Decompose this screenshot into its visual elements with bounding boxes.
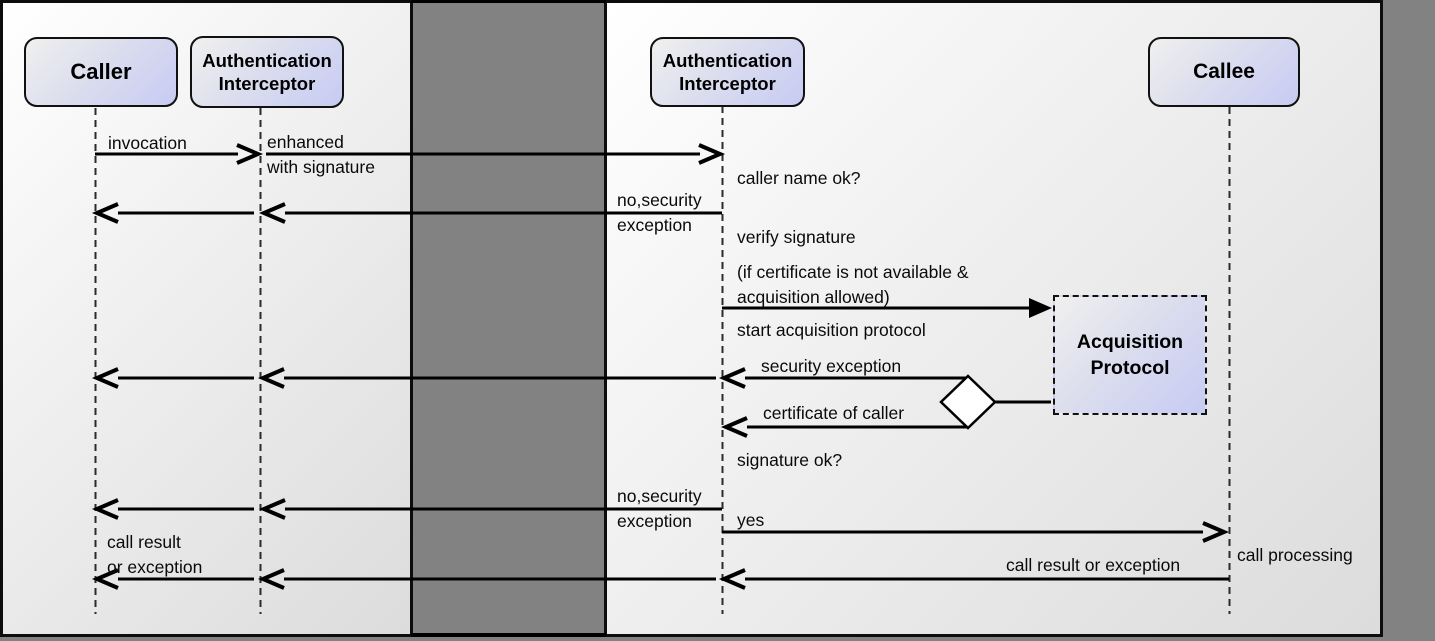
lifelines xyxy=(94,106,1231,614)
label-if-certificate-line2: acquisition allowed) xyxy=(737,287,890,307)
label-no-security-exception-1: no,security exception xyxy=(617,188,702,238)
label-invocation: invocation xyxy=(108,133,187,153)
label-call-result-left-line1: call result xyxy=(107,532,181,552)
label-no-security-2-line1: no,security xyxy=(617,486,702,506)
label-signature-ok: signature ok? xyxy=(737,450,843,470)
arrow-security-exception xyxy=(91,367,968,389)
arrow-start-acquisition xyxy=(722,298,1052,318)
actor-acquisition-protocol: Acquisition Protocol xyxy=(1053,295,1207,415)
actor-auth-interceptor-right: Authentication Interceptor xyxy=(650,37,805,107)
arrow-no-security-exception-2 xyxy=(91,498,722,520)
actor-callee-label: Callee xyxy=(1193,60,1255,83)
label-no-security-1-line1: no,security xyxy=(617,190,702,210)
actor-acquisition-protocol-line1: Acquisition xyxy=(1076,331,1184,353)
gap-bottom-border xyxy=(411,633,606,637)
actor-auth-interceptor-right-line1: Authentication xyxy=(662,50,793,71)
arrow-certificate-of-caller xyxy=(720,416,967,438)
actor-callee: Callee xyxy=(1148,37,1300,107)
actor-auth-interceptor-left-line2: Interceptor xyxy=(218,73,316,94)
arrowhead-acquisition xyxy=(1029,298,1052,318)
label-call-result-left-line2: or exception xyxy=(107,557,203,577)
label-no-security-2-line2: exception xyxy=(617,511,692,531)
arrow-no-security-exception-1 xyxy=(91,202,722,224)
label-yes: yes xyxy=(737,510,765,530)
gap-top-border xyxy=(411,0,606,3)
label-no-security-1-line2: exception xyxy=(617,215,692,235)
actor-acquisition-protocol-line2: Protocol xyxy=(1090,357,1170,379)
label-caller-name-ok: caller name ok? xyxy=(737,168,861,188)
label-if-certificate-line1: (if certificate is not available & xyxy=(737,262,969,282)
label-no-security-exception-2: no,security exception xyxy=(617,484,702,534)
actor-caller-label: Caller xyxy=(70,59,132,84)
label-verify-signature: verify signature xyxy=(737,227,856,247)
label-call-result-or-exception: call result or exception xyxy=(1006,555,1181,575)
actor-auth-interceptor-left: Authentication Interceptor xyxy=(190,36,344,108)
arrow-yes xyxy=(722,521,1230,543)
label-if-certificate: (if certificate is not available & acqui… xyxy=(737,260,969,310)
arrow-call-result xyxy=(91,568,1229,590)
arrow-invocation xyxy=(95,143,726,165)
diamond-icon xyxy=(939,374,997,430)
label-certificate-of-caller: certificate of caller xyxy=(763,403,905,423)
label-security-exception: security exception xyxy=(761,356,902,376)
label-start-acquisition: start acquisition protocol xyxy=(737,320,926,340)
actor-caller: Caller xyxy=(24,37,178,107)
label-enhanced-line1: enhanced xyxy=(267,132,344,152)
actor-auth-interceptor-left-line1: Authentication xyxy=(202,50,332,71)
label-call-processing: call processing xyxy=(1237,545,1353,565)
alternative-diamond-connector xyxy=(939,374,1051,430)
actor-auth-interceptor-right-line2: Interceptor xyxy=(679,73,776,94)
label-enhanced-line2: with signature xyxy=(267,157,375,177)
label-enhanced-with-signature: enhanced with signature xyxy=(267,130,375,180)
label-call-result-left: call result or exception xyxy=(107,530,202,580)
